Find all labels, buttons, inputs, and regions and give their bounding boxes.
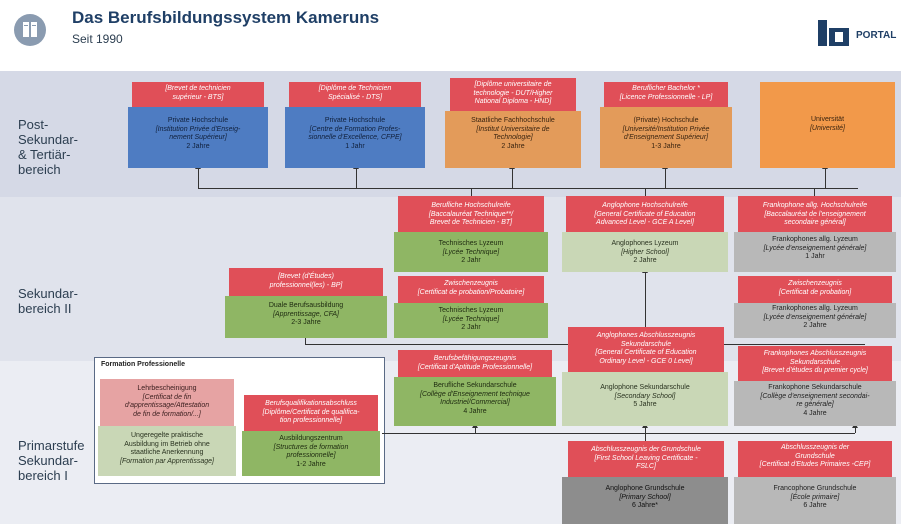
portal-logo-icon bbox=[818, 18, 854, 53]
connector bbox=[825, 168, 826, 188]
page-title: Das Berufsbildungssystem Kameruns bbox=[72, 8, 380, 27]
gcea-institution: Anglophones Lyzeum [Higher School] 2 Jah… bbox=[562, 232, 728, 272]
bepc-institution: Frankophone Sekundarschule [Collège d'en… bbox=[734, 381, 896, 426]
cp-qualification: Zwischenzeugnis [Certificat de probation… bbox=[398, 276, 544, 303]
gcea-qualification: Anglophone Hochschulreife [General Certi… bbox=[566, 196, 724, 232]
band-label-prim: Primarstufe Sekundar- bereich I bbox=[18, 438, 85, 483]
bac-institution: Frankophones allg. Lyzeum [Lycée d'ensei… bbox=[734, 232, 896, 272]
formation-professionnelle-label: Formation Professionelle bbox=[101, 361, 186, 368]
lehr-qualification: Lehrbescheinigung [Certificat de fin d'a… bbox=[100, 379, 234, 426]
connector bbox=[382, 433, 475, 434]
cap-institution: Berufliche Sekundarschule [Collège d'Ens… bbox=[394, 377, 556, 426]
connector bbox=[475, 426, 476, 433]
lp-institution: (Private) Hochschule [Université/Institu… bbox=[600, 107, 732, 168]
gceo-qualification: Anglophones Abschlusszeugnis Sekundarsch… bbox=[568, 327, 724, 372]
connector bbox=[198, 168, 199, 188]
bt-qualification: Berufliche Hochschulreife [Baccalauréat … bbox=[398, 196, 544, 232]
band-label-post: Post- Sekundar- & Tertiär- bereich bbox=[18, 117, 78, 177]
connector bbox=[645, 272, 646, 328]
dut-qualification: [Diplôme universitaire de technologie - … bbox=[450, 78, 576, 111]
bts-institution: Private Hochschule [Institution Privée d… bbox=[128, 107, 268, 168]
gceo-institution: Anglophone Sekundarschule [Secondary Sch… bbox=[562, 372, 728, 426]
connector bbox=[855, 426, 856, 433]
bac-qualification: Frankophone allg. Hochschulreife [Baccal… bbox=[738, 196, 892, 232]
page-subtitle: Seit 1990 bbox=[72, 32, 123, 46]
bp-institution: Duale Berufsausbildung [Apprentissage, C… bbox=[225, 296, 387, 338]
connector bbox=[475, 433, 855, 434]
connector bbox=[665, 168, 666, 188]
connector bbox=[305, 338, 306, 344]
lp-qualification: Beruflicher Bachelor * [Licence Professi… bbox=[604, 82, 728, 107]
bt-institution: Technisches Lyzeum [Lycée Technique] 2 J… bbox=[394, 232, 548, 272]
book-icon bbox=[14, 14, 46, 46]
dts-qualification: [Diplôme de Technicien Spécialisé - DTS] bbox=[289, 82, 421, 107]
band-label-sek2: Sekundar- bereich II bbox=[18, 286, 78, 316]
connector bbox=[512, 168, 513, 188]
dut-institution: Staatliche Fachhochschule [Institut Univ… bbox=[445, 111, 581, 168]
cep-institution: Francophone Grundschule [École primaire]… bbox=[734, 477, 896, 524]
bp-qualification: [Brevet (d'Études) professionnel(les) - … bbox=[229, 268, 383, 296]
cpf-institution: Frankophones allg. Lyzeum [Lycée d'ensei… bbox=[734, 303, 896, 338]
cep-qualification: Abschlusszeugnis der Grundschule [Certif… bbox=[738, 441, 892, 477]
connector bbox=[198, 188, 858, 189]
dts-institution: Private Hochschule [Centre de Formation … bbox=[285, 107, 425, 168]
lehr-institution: Ungeregelte praktische Ausbildung im Bet… bbox=[98, 426, 236, 476]
fslc-institution: Anglophone Grundschule [Primary School] … bbox=[562, 477, 728, 524]
connector bbox=[471, 188, 472, 198]
bepc-qualification: Frankophones Abschlusszeugnis Sekundarsc… bbox=[738, 346, 892, 381]
connector bbox=[645, 188, 646, 198]
fslc-qualification: Abschlusszeugnis der Grundschule [First … bbox=[568, 441, 724, 477]
cap-qualification: Berufsbefähigungszeugnis [Certificat d'A… bbox=[398, 350, 552, 377]
connector bbox=[356, 168, 357, 188]
logo-text: PORTAL bbox=[856, 30, 897, 41]
dqp-institution: Ausbildungszentrum [Structures de format… bbox=[242, 431, 380, 476]
dqp-qualification: Berufsqualifikationsabschluss [Diplôme/C… bbox=[244, 395, 378, 431]
bts-qualification: [Brevet de technicien supérieur - BTS] bbox=[132, 82, 264, 107]
cp-institution: Technisches Lyzeum [Lycée Technique] 2 J… bbox=[394, 303, 548, 338]
cpf-qualification: Zwischenzeugnis [Certificat de probation… bbox=[738, 276, 892, 303]
connector bbox=[645, 426, 646, 441]
universitaet: Universität [Université] bbox=[760, 82, 895, 168]
connector bbox=[814, 188, 815, 198]
